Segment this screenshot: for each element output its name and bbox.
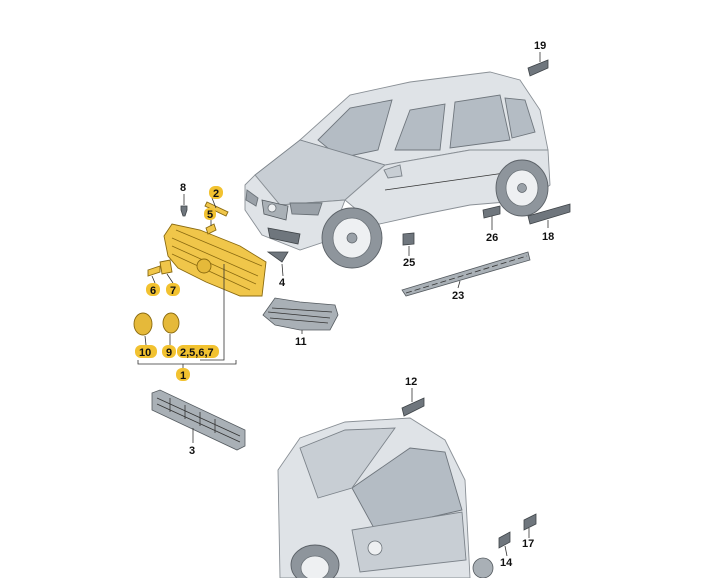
part-19 bbox=[527, 59, 549, 77]
callout-26: 26 bbox=[486, 232, 498, 244]
callout-19: 19 bbox=[534, 40, 546, 52]
callout-23: 23 bbox=[452, 290, 464, 302]
callout-10: 10 bbox=[139, 347, 151, 359]
callout-1: 1 bbox=[180, 370, 186, 382]
callout-9: 9 bbox=[166, 347, 172, 359]
callout-14: 14 bbox=[500, 557, 513, 569]
callout-3: 3 bbox=[189, 445, 195, 457]
part-23 bbox=[401, 251, 531, 297]
car-rear-view bbox=[277, 417, 471, 578]
part-12 bbox=[401, 397, 425, 417]
car-front-view bbox=[244, 71, 551, 269]
callout-25: 25 bbox=[403, 257, 415, 269]
part-11 bbox=[262, 297, 339, 334]
callout-6: 6 bbox=[150, 285, 156, 297]
part-14 bbox=[498, 531, 511, 549]
part-25 bbox=[402, 232, 415, 246]
rear-emblem bbox=[472, 557, 494, 578]
callout-5: 5 bbox=[207, 209, 213, 221]
callout-18: 18 bbox=[542, 231, 554, 243]
callout-12: 12 bbox=[405, 376, 417, 388]
callout-2-5-6-7: 2,5,6,7 bbox=[180, 347, 214, 359]
part-4 bbox=[266, 251, 289, 263]
callout-17: 17 bbox=[522, 538, 534, 550]
part-17 bbox=[523, 513, 537, 531]
callout-11: 11 bbox=[295, 336, 307, 348]
part-26 bbox=[482, 205, 501, 219]
callout-7: 7 bbox=[170, 285, 176, 297]
callout-8: 8 bbox=[180, 182, 186, 194]
part-18 bbox=[527, 203, 571, 225]
callout-2: 2 bbox=[213, 188, 219, 200]
grille-assembly bbox=[133, 194, 267, 368]
callout-4: 4 bbox=[279, 277, 286, 289]
part-3 bbox=[151, 389, 246, 451]
